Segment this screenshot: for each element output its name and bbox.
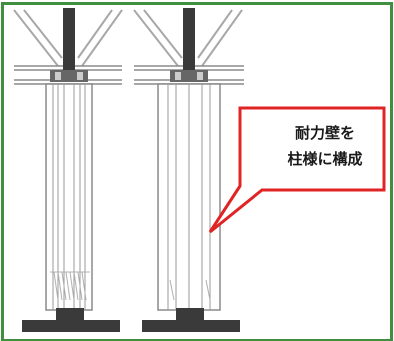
left-footing [22, 320, 120, 332]
callout [208, 106, 386, 234]
left-hatch [50, 271, 90, 301]
callout-bubble [208, 106, 386, 234]
right-base-ticks [169, 279, 211, 301]
callout-line-1: 耐力壁を [294, 124, 355, 142]
callout-line-2: 柱様に構成 [287, 150, 363, 168]
right-footing [142, 320, 240, 332]
right-column-assembly [133, 8, 244, 332]
right-wall-inner-lines [167, 84, 211, 310]
left-roof-braces [13, 9, 123, 67]
left-column-top [63, 8, 75, 70]
right-column-top [183, 8, 195, 70]
right-base-block [176, 308, 204, 322]
left-base-block [56, 308, 84, 322]
callout-text: 耐力壁を 柱様に構成 [265, 120, 385, 172]
left-column-assembly [13, 8, 123, 332]
right-roof-braces [133, 9, 243, 67]
